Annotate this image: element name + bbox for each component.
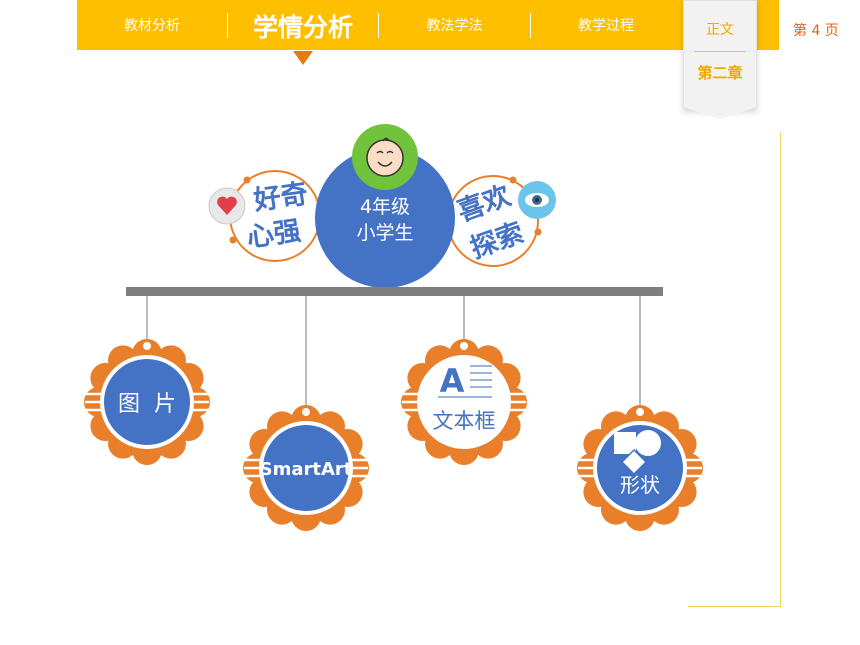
svg-text:文本框: 文本框 (433, 409, 496, 433)
hanging-bar (126, 287, 663, 296)
shapes-icon (614, 430, 661, 476)
nav-item-teaching-process[interactable]: 教学过程 (578, 18, 634, 34)
svg-text:A: A (440, 362, 465, 400)
curiosity-bubble: 好奇 心强 (229, 170, 321, 262)
eye-icon (518, 181, 556, 219)
active-nav-indicator-arrow (293, 51, 313, 65)
baby-face-icon (352, 124, 418, 190)
exploration-bubble: 喜欢 探索 (447, 175, 542, 267)
medallion-picture: 图 片 (84, 339, 210, 465)
top-nav-bar: 教材分析 学情分析 教法学法 教学过程 (77, 0, 779, 50)
nav-item-learning-analysis[interactable]: 学情分析 (252, 13, 353, 42)
tag-section-label: 正文 (706, 22, 734, 38)
medallion-textbox: A 文本框 (401, 339, 527, 465)
tag-chapter-label: 第二章 (697, 64, 743, 82)
medallion-shapes: 形状 (577, 405, 703, 531)
svg-text:小学生: 小学生 (356, 222, 413, 244)
svg-text:心强: 心强 (245, 215, 303, 253)
nav-item-teaching-methods[interactable]: 教法学法 (426, 18, 483, 34)
nav-item-textbook-analysis[interactable]: 教材分析 (124, 18, 180, 34)
svg-text:形状: 形状 (620, 473, 660, 497)
svg-text:好奇: 好奇 (251, 178, 310, 216)
text-format-icon: A (438, 362, 492, 400)
svg-text:4年级: 4年级 (360, 196, 410, 218)
tag-divider (694, 51, 746, 52)
nav-separator (227, 13, 228, 38)
nav-separator (530, 13, 531, 38)
nav-separator (378, 13, 379, 38)
hanging-strings (146, 296, 641, 410)
chapter-tag: 正文 第二章 (683, 0, 757, 119)
student-center-circle: 4年级 小学生 (315, 148, 455, 288)
decorative-frame (688, 132, 781, 607)
svg-text:SmartArt: SmartArt (260, 459, 353, 480)
page-number: 第 4 页 (793, 23, 839, 39)
svg-text:图 片: 图 片 (118, 392, 176, 417)
medallion-smartart: SmartArt (243, 405, 369, 531)
heart-icon (208, 187, 246, 225)
